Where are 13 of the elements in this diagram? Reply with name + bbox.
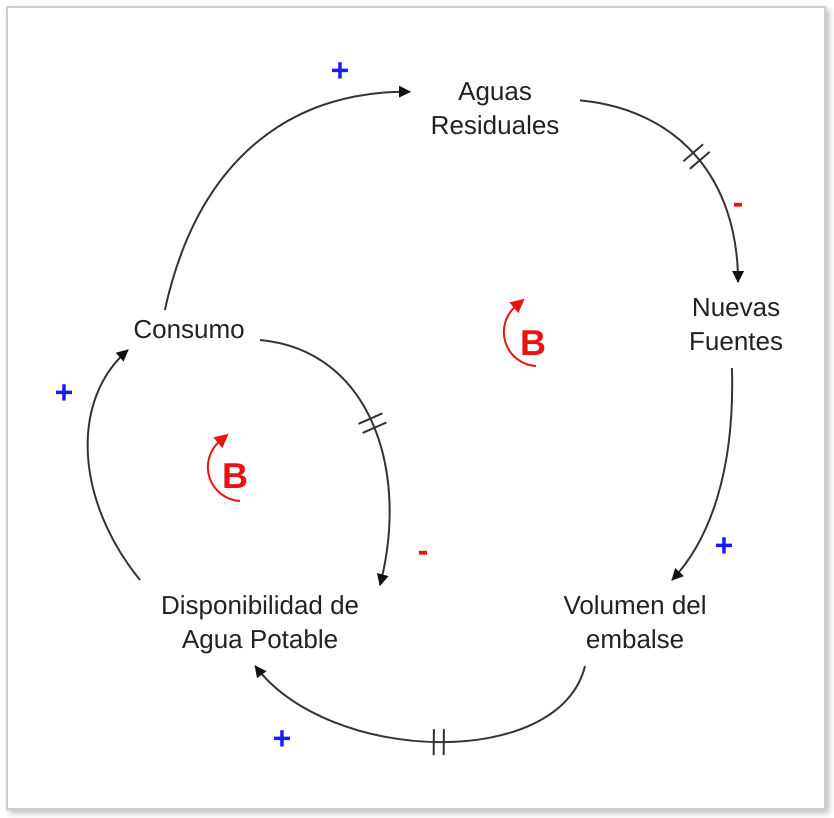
- polarity-sign: +: [272, 722, 292, 754]
- loop-type-label: B: [520, 325, 546, 361]
- variable-label: Disponibilidad de Agua Potable: [160, 589, 360, 656]
- variable-label: Volumen del embalse: [562, 589, 708, 656]
- polarity-sign: +: [714, 529, 734, 561]
- polarity-sign: -: [732, 186, 744, 218]
- variable-label: Consumo: [133, 313, 245, 346]
- polarity-sign: -: [418, 534, 428, 566]
- variable-label: Nuevas Fuentes: [688, 291, 784, 358]
- polarity-sign: +: [330, 54, 350, 86]
- polarity-sign: +: [54, 376, 74, 408]
- variable-label: Aguas Residuales: [430, 75, 560, 142]
- loop-type-label: B: [222, 458, 248, 494]
